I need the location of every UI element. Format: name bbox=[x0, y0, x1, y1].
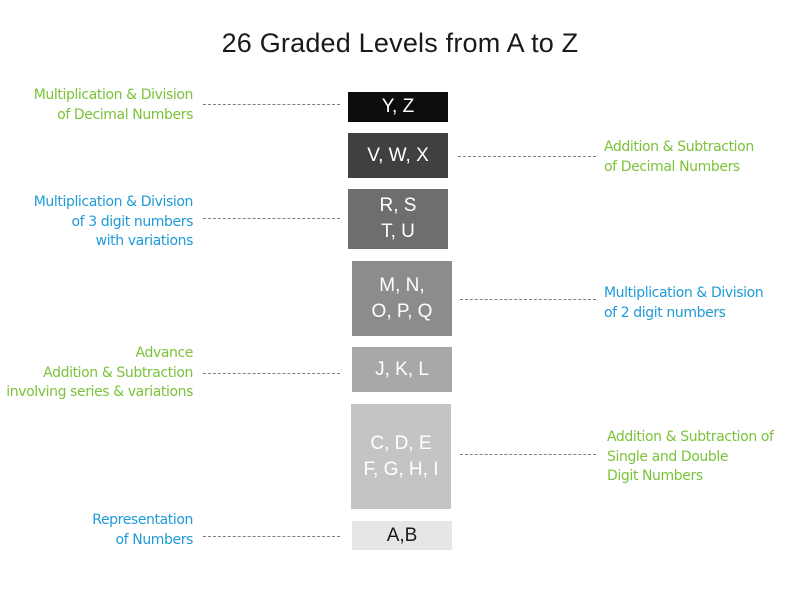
level-label: R, S bbox=[379, 195, 417, 217]
connector-jkl bbox=[203, 373, 340, 374]
description-vwx: Addition & Subtraction of Decimal Number… bbox=[604, 139, 754, 175]
level-block-rstu: R, S T, U bbox=[348, 189, 448, 249]
description-ab: Representation of Numbers bbox=[92, 512, 193, 548]
level-label: T, U bbox=[381, 221, 415, 242]
level-block-jkl: J, K, L bbox=[352, 347, 452, 392]
connector-ab bbox=[203, 536, 340, 537]
connector-cdefghi bbox=[460, 454, 596, 455]
level-label: V, W, X bbox=[367, 144, 429, 166]
level-block-yz: Y, Z bbox=[348, 92, 448, 122]
level-label: Y, Z bbox=[381, 96, 415, 118]
level-label: A,B bbox=[386, 524, 418, 546]
level-label: O, P, Q bbox=[371, 300, 433, 322]
connector-rstu bbox=[203, 218, 340, 219]
level-block-ab: A,B bbox=[352, 521, 452, 550]
description-jkl: Advance Addition & Subtraction involving… bbox=[6, 345, 193, 401]
level-label: F, G, H, I bbox=[363, 458, 439, 480]
connector-mnopq bbox=[460, 299, 596, 300]
connector-vwx bbox=[458, 156, 596, 157]
description-yz: Multiplication & Division of Decimal Num… bbox=[33, 87, 194, 123]
description-cdefghi: Addition & Subtraction of Single and Dou… bbox=[607, 429, 774, 485]
level-block-vwx: V, W, X bbox=[348, 133, 448, 178]
level-label: J, K, L bbox=[375, 358, 429, 380]
description-mnopq: Multiplication & Division of 2 digit num… bbox=[604, 285, 764, 321]
connector-yz bbox=[203, 104, 340, 105]
diagram-title: 26 Graded Levels from A to Z bbox=[221, 28, 579, 58]
description-rstu: Multiplication & Division of 3 digit num… bbox=[33, 194, 194, 250]
level-block-cdefghi: C, D, E F, G, H, I bbox=[351, 404, 451, 509]
level-block-mnopq: M, N, O, P, Q bbox=[352, 261, 452, 336]
level-label: C, D, E bbox=[370, 432, 432, 454]
level-label: M, N, bbox=[379, 274, 425, 296]
